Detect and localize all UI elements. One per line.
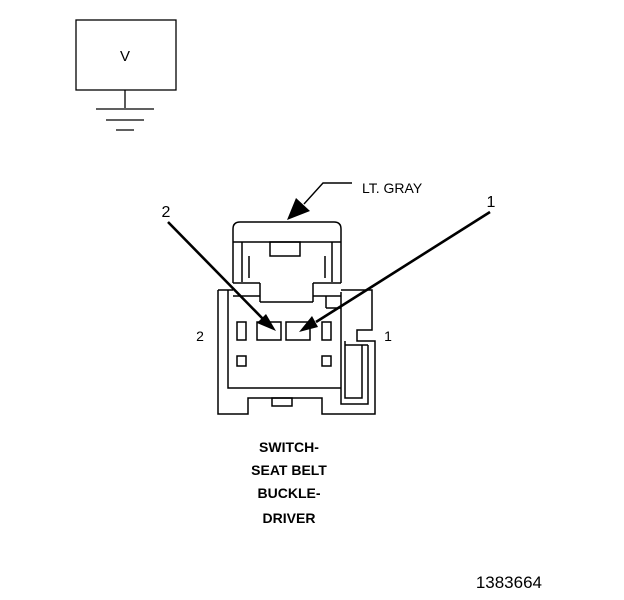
component-name-line-2: SEAT BELT — [251, 462, 327, 478]
terminal-1-arrow — [299, 210, 491, 332]
voltmeter-box — [75, 19, 177, 91]
callout-arrowhead — [287, 198, 310, 220]
component-name: SWITCH- SEAT BELT BUCKLE- DRIVER — [251, 439, 327, 526]
callout-label-1: 1 — [487, 194, 496, 211]
side-label-2: 2 — [196, 328, 204, 344]
callout-label-2: 2 — [162, 204, 171, 221]
component-name-line-3: BUCKLE- — [258, 485, 321, 501]
color-callout-leader — [287, 182, 352, 220]
figure-id: 1383664 — [476, 573, 542, 592]
connector-body — [217, 221, 376, 415]
voltmeter-symbol — [75, 19, 177, 131]
color-label: LT. GRAY — [362, 180, 423, 196]
component-name-line-1: SWITCH- — [259, 439, 319, 455]
side-label-1: 1 — [384, 328, 392, 344]
terminal-2-arrow — [167, 221, 276, 331]
terminal-1-cavity — [285, 321, 311, 341]
component-name-line-4: DRIVER — [263, 510, 316, 526]
ground-icon — [96, 108, 154, 131]
voltmeter-label: V — [120, 48, 130, 65]
